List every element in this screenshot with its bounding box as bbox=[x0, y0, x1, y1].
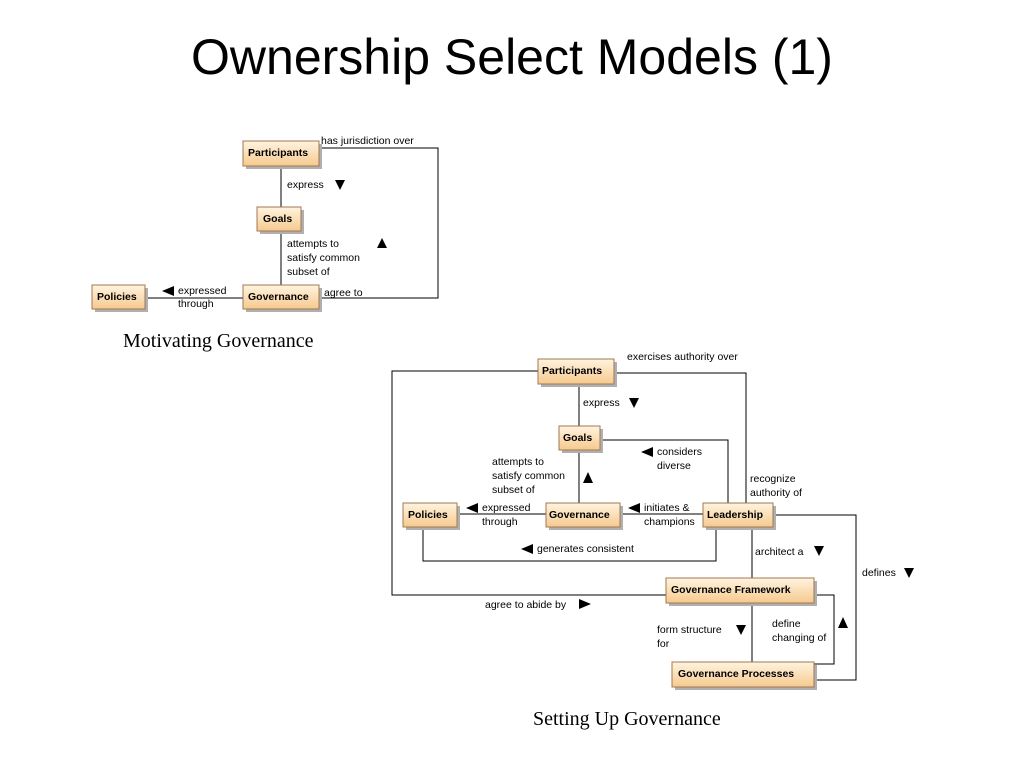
label-considers-a: considers bbox=[657, 446, 702, 458]
arrow-up-icon bbox=[377, 238, 387, 248]
label-agree-to: agree to bbox=[324, 287, 363, 299]
label-defines: defines bbox=[862, 567, 896, 579]
label-initiates-b: champions bbox=[644, 516, 695, 528]
label-define-changing-b: changing of bbox=[772, 632, 826, 644]
node-policies-2: Policies bbox=[402, 502, 460, 530]
arrow-left-icon bbox=[628, 503, 640, 513]
node-governance-2: Governance bbox=[545, 502, 623, 530]
label-attempts-1a: attempts to bbox=[287, 238, 339, 250]
node-governance-2-label: Governance bbox=[549, 509, 610, 521]
node-policies-1-label: Policies bbox=[97, 291, 137, 303]
caption-setting-up-governance: Setting Up Governance bbox=[533, 708, 721, 730]
arrow-down-icon bbox=[629, 398, 639, 408]
edge-goals-leadership bbox=[600, 439, 729, 503]
label-attempts-2a: attempts to bbox=[492, 456, 544, 468]
node-processes-2: Governance Processes bbox=[671, 661, 817, 690]
label-architect-a: architect a bbox=[755, 546, 804, 558]
arrow-left-icon bbox=[521, 544, 533, 554]
caption-motivating-governance: Motivating Governance bbox=[123, 330, 314, 352]
arrow-left-icon bbox=[162, 286, 174, 296]
label-exercises-authority: exercises authority over bbox=[627, 351, 738, 363]
label-attempts-2c: subset of bbox=[492, 484, 535, 496]
node-leadership-2-label: Leadership bbox=[707, 509, 763, 521]
diagram-motivating-governance: Participants Goals Policies Governance h… bbox=[91, 135, 439, 312]
node-governance-1-label: Governance bbox=[248, 291, 309, 303]
arrow-down-icon bbox=[904, 568, 914, 578]
label-expressed-2a: expressed bbox=[482, 502, 531, 514]
node-leadership-2: Leadership bbox=[702, 502, 776, 530]
edge-processes-framework bbox=[814, 594, 835, 665]
node-participants-1-label: Participants bbox=[248, 147, 308, 159]
node-goals-2-label: Goals bbox=[563, 432, 592, 444]
label-express-2: express bbox=[583, 397, 620, 409]
node-goals-2: Goals bbox=[558, 425, 603, 453]
arrow-down-icon bbox=[335, 180, 345, 190]
node-processes-2-label: Governance Processes bbox=[678, 668, 794, 680]
edge-participants-abide-loop bbox=[391, 370, 666, 596]
label-attempts-1c: subset of bbox=[287, 266, 330, 278]
edge-participants-leadership bbox=[614, 372, 747, 505]
node-policies-1: Policies bbox=[91, 284, 148, 312]
arrow-left-icon bbox=[641, 447, 653, 457]
label-recognize-b: authority of bbox=[750, 487, 802, 499]
arrow-up-icon bbox=[838, 617, 848, 628]
label-recognize-a: recognize bbox=[750, 473, 796, 485]
node-framework-2-label: Governance Framework bbox=[671, 584, 791, 596]
node-participants-2: Participants bbox=[537, 358, 617, 387]
label-generates-consistent: generates consistent bbox=[537, 543, 634, 555]
label-has-jurisdiction: has jurisdiction over bbox=[321, 135, 414, 147]
node-participants-2-label: Participants bbox=[542, 365, 602, 377]
label-initiates-a: initiates & bbox=[644, 502, 690, 514]
edge-leadership-processes bbox=[776, 514, 857, 681]
node-framework-2: Governance Framework bbox=[665, 577, 817, 606]
arrow-left-icon bbox=[466, 503, 478, 513]
label-considers-b: diverse bbox=[657, 460, 691, 472]
arrow-down-icon bbox=[736, 625, 746, 635]
label-agree-abide: agree to abide by bbox=[485, 599, 567, 611]
slide-title: Ownership Select Models (1) bbox=[191, 29, 833, 85]
label-attempts-2b: satisfy common bbox=[492, 470, 565, 482]
node-policies-2-label: Policies bbox=[408, 509, 448, 521]
label-form-structure-b: for bbox=[657, 638, 670, 650]
node-goals-1-label: Goals bbox=[263, 213, 292, 225]
edge-participants-jurisdiction-loop bbox=[320, 147, 439, 299]
label-express-1: express bbox=[287, 179, 324, 191]
node-goals-1: Goals bbox=[256, 206, 304, 234]
label-expressed-2b: through bbox=[482, 516, 518, 528]
arrow-down-icon bbox=[814, 546, 824, 556]
arrow-right-icon bbox=[579, 599, 591, 609]
diagram-setting-up-governance: Participants Goals Policies Governance L bbox=[391, 351, 914, 690]
label-define-changing-a: define bbox=[772, 618, 801, 630]
label-attempts-1b: satisfy common bbox=[287, 252, 360, 264]
label-form-structure-a: form structure bbox=[657, 624, 722, 636]
label-expressed-1b: through bbox=[178, 298, 214, 310]
label-expressed-1a: expressed bbox=[178, 285, 227, 297]
node-participants-1: Participants bbox=[242, 140, 322, 169]
node-governance-1: Governance bbox=[242, 284, 322, 312]
arrow-up-icon bbox=[583, 472, 593, 483]
edge-leadership-policies bbox=[422, 526, 717, 562]
